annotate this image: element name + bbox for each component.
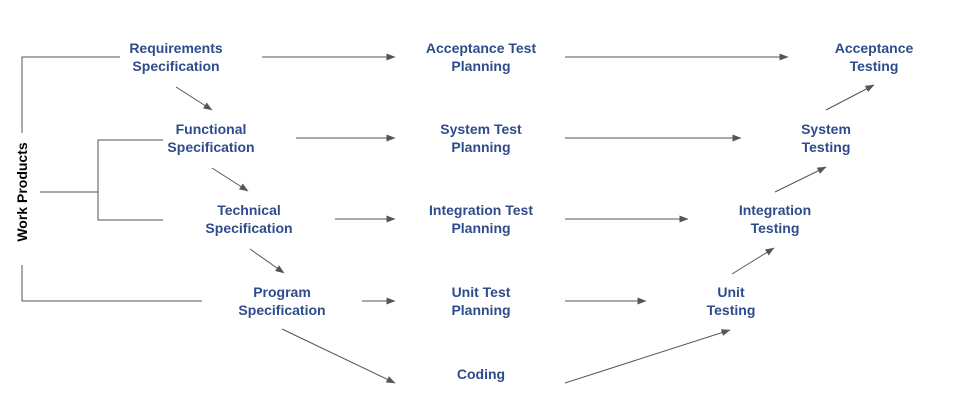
node-line-2: Specification [238,302,326,318]
node-line-1: Acceptance Test [425,40,537,56]
node-line-2: Testing [750,220,800,236]
unit-testing-node: Unit Testing [707,283,756,319]
integration-test-planning-node: Integration Test Planning [429,201,533,237]
arrow-prog-to-coding [281,328,396,384]
functional-specification-node: Functional Specification [167,120,254,156]
arrow-coding-to-unit-test [564,329,731,384]
node-line-1: Unit [717,284,745,300]
bracket-program [21,265,202,302]
node-line-1: Acceptance [834,40,914,56]
node-line-2: Planning [451,220,511,236]
program-specification-node: Program Specification [238,283,325,319]
node-line-1: Requirements [129,40,223,56]
node-line-2: Planning [451,58,511,74]
node-line-1: Program [253,284,311,300]
node-line-2: Specification [132,58,220,74]
unit-test-planning-node: Unit Test Planning [451,283,510,319]
node-line-2: Testing [849,58,899,74]
arrow-func-to-tech [211,167,249,192]
system-test-planning-node: System Test Planning [440,120,521,156]
arrow-req-to-func [175,86,213,111]
node-line-2: Specification [167,139,255,155]
requirements-specification-node: Requirements Specification [129,39,222,75]
arrow-tech-to-prog [249,248,285,274]
node-line-2: Testing [706,302,756,318]
node-line-1: Functional [175,121,247,137]
acceptance-test-planning-node: Acceptance Test Planning [426,39,536,75]
node-line-1: Coding [456,366,506,382]
node-line-1: Unit Test [451,284,511,300]
node-line-2: Specification [205,220,293,236]
bracket-requirements [21,56,120,133]
technical-specification-node: Technical Specification [205,201,292,237]
node-line-1: System Test [440,121,522,137]
arrow-int-to-sys-test [774,166,827,193]
node-line-1: Integration Test [429,202,533,218]
arrow-unit-to-int-test [731,247,775,275]
arrow-sys-to-acc-test [825,84,875,111]
node-line-2: Planning [451,139,511,155]
system-testing-node: System Testing [801,120,851,156]
work-products-label: Work Products [14,142,30,242]
node-line-1: Integration [738,202,812,218]
bracket-functional-technical [97,139,163,221]
integration-testing-node: Integration Testing [739,201,811,237]
node-line-2: Planning [451,302,511,318]
acceptance-testing-node: Acceptance Testing [835,39,914,75]
node-line-2: Testing [801,139,851,155]
coding-node: Coding [457,365,505,383]
node-line-1: System [801,121,851,137]
node-line-1: Technical [217,202,281,218]
